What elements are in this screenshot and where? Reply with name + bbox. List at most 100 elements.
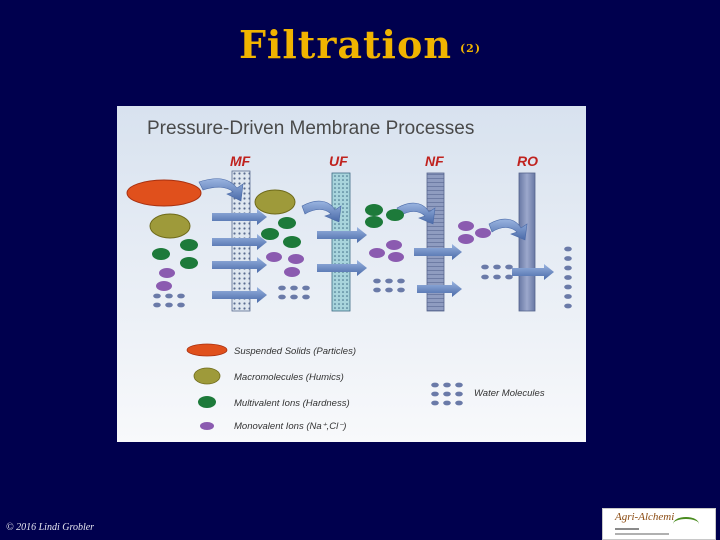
macromolecule-particle: [254, 189, 296, 215]
process-label-uf: UF: [329, 153, 348, 169]
water-molecule: [153, 293, 161, 299]
water-molecule: [455, 400, 463, 406]
water-molecule: [177, 293, 185, 299]
monovalent-ion: [159, 268, 175, 278]
water-molecule: [564, 303, 572, 309]
process-label-nf: NF: [425, 153, 444, 169]
water-molecule: [431, 382, 439, 388]
membrane-nf: [426, 172, 445, 312]
water-molecule: [290, 294, 298, 300]
reject-arrow-uf: [301, 200, 342, 223]
water-molecule: [564, 284, 572, 290]
reject-arrow-ro: [488, 218, 528, 241]
water-molecule: [564, 246, 572, 252]
water-molecules: [153, 246, 572, 406]
monovalent-ion: [458, 234, 474, 244]
legend-macro-swatch: [193, 367, 221, 385]
flow-arrow: [317, 227, 367, 243]
monovalent-ion: [458, 221, 474, 231]
water-molecule: [564, 294, 572, 299]
membrane-diagram-svg: Pressure-Driven Membrane Processes MF UF…: [117, 106, 586, 442]
water-molecule: [443, 400, 451, 406]
water-molecule: [455, 391, 463, 397]
slide-title-suffix: (2): [459, 42, 482, 55]
monovalent-ion: [288, 254, 304, 264]
diagram-background: [117, 106, 586, 442]
water-molecule: [290, 285, 298, 291]
macromolecule-particle: [149, 213, 191, 239]
monovalent-ion: [284, 267, 300, 277]
flow-arrow: [212, 287, 267, 303]
water-molecule: [443, 382, 451, 388]
monovalent-ion: [475, 228, 491, 238]
reject-arrows: [198, 178, 528, 241]
multivalent-ion: [180, 239, 198, 251]
legend-monovalent-label: Monovalent Ions (Na⁺,Cl⁻): [234, 421, 346, 432]
water-molecule: [165, 302, 173, 308]
water-molecule: [373, 278, 381, 284]
legend-monovalent-swatch: [200, 422, 214, 430]
multivalent-ion: [152, 248, 170, 260]
flow-arrow: [212, 234, 267, 250]
water-molecule: [278, 285, 286, 291]
monovalent-ion: [369, 248, 385, 258]
legend: Suspended Solids (Particles) Macromolecu…: [186, 343, 545, 432]
suspended-solid-particle: [126, 179, 202, 207]
legend-water-label: Water Molecules: [474, 388, 545, 399]
logo-divider: [615, 533, 669, 535]
membrane-diagram: Pressure-Driven Membrane Processes MF UF…: [117, 106, 586, 442]
leaf-icon: [673, 517, 699, 531]
water-molecule: [431, 391, 439, 397]
logo-divider: [615, 528, 639, 530]
water-molecule: [431, 400, 439, 406]
flow-arrow: [212, 209, 267, 225]
multivalent-ion: [386, 209, 404, 221]
multivalent-ion: [365, 216, 383, 228]
water-molecule: [278, 294, 286, 300]
water-molecule: [493, 274, 501, 280]
water-molecule: [385, 278, 393, 284]
flow-arrows: [212, 209, 554, 303]
diagram-heading: Pressure-Driven Membrane Processes: [147, 118, 474, 139]
reject-arrow-nf: [396, 202, 436, 225]
monovalent-ion: [266, 252, 282, 262]
water-molecule: [493, 264, 501, 270]
monovalent-ion: [156, 281, 172, 291]
water-molecule: [302, 294, 310, 300]
legend-suspended-label: Suspended Solids (Particles): [234, 346, 356, 357]
water-molecule: [505, 264, 513, 270]
water-molecule: [165, 293, 173, 299]
legend-multivalent-swatch: [198, 396, 216, 408]
multivalent-ion: [278, 217, 296, 229]
water-molecule: [564, 256, 572, 261]
water-molecule: [397, 287, 405, 293]
water-molecule: [153, 302, 161, 308]
multivalent-ion: [261, 228, 279, 240]
legend-multivalent-label: Multivalent Ions (Hardness): [234, 398, 350, 409]
water-molecule: [302, 285, 310, 291]
multivalent-ion: [365, 204, 383, 216]
legend-suspended-swatch: [186, 343, 228, 357]
flow-arrow: [317, 260, 367, 276]
agri-alchemi-logo: Agri-Alchemi: [602, 508, 716, 540]
water-molecule: [397, 278, 405, 284]
legend-macro-label: Macromolecules (Humics): [234, 372, 344, 383]
water-molecule: [385, 287, 393, 293]
multivalent-ion: [180, 257, 198, 269]
slide-title-text: Filtration: [238, 22, 452, 67]
process-label-mf: MF: [230, 153, 251, 169]
water-molecule: [373, 287, 381, 293]
feed-particles: [126, 179, 491, 291]
flow-arrow: [512, 264, 554, 280]
slide-title: Filtration (2): [0, 22, 720, 67]
water-molecule: [177, 302, 185, 308]
logo-brand-text: Agri-Alchemi: [615, 511, 675, 523]
water-molecule: [564, 275, 572, 280]
water-molecule: [481, 274, 489, 280]
membrane-uf: [331, 172, 351, 312]
water-molecule: [443, 391, 451, 397]
reject-arrow-mf: [198, 178, 244, 202]
copyright-notice: © 2016 Lindi Grobler: [6, 522, 95, 533]
flow-arrow: [212, 257, 267, 273]
water-molecule: [455, 382, 463, 388]
